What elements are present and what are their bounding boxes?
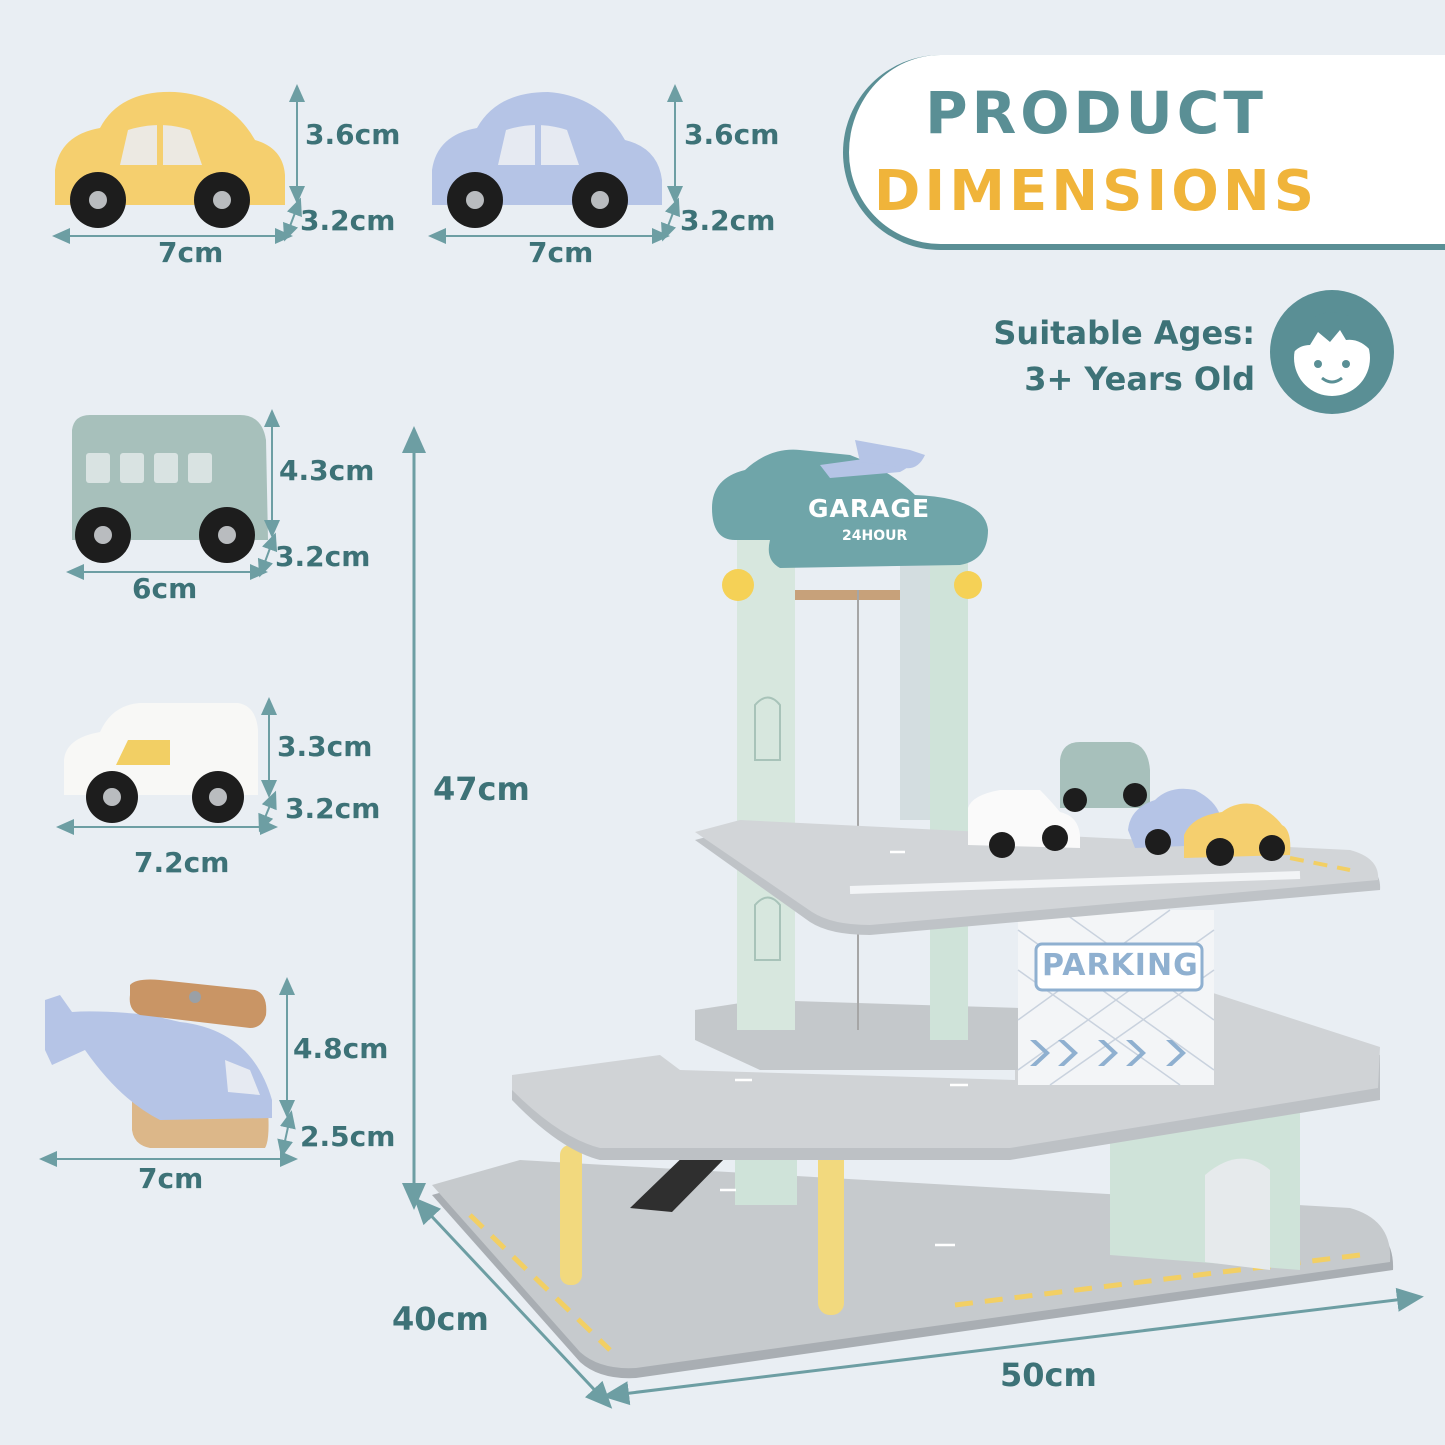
helicopter-depth: 2.5cm <box>300 1120 396 1153</box>
ages-label: Suitable Ages: <box>993 314 1255 352</box>
bus-toy <box>72 415 268 563</box>
title-dimensions: DIMENSIONS <box>873 159 1319 224</box>
white-car-toy <box>64 703 258 823</box>
bus-depth: 3.2cm <box>275 540 371 573</box>
blue-car-width: 7cm <box>528 236 594 269</box>
helicopter-toy <box>45 979 272 1148</box>
blue-car-depth: 3.2cm <box>680 204 776 237</box>
garage-toy <box>432 440 1394 1379</box>
deck-yellow-car <box>1184 803 1291 866</box>
white-car-depth: 3.2cm <box>285 792 381 825</box>
child-face-icon <box>1270 290 1394 414</box>
blue-car-height: 3.6cm <box>684 118 780 151</box>
yellow-car-dimension-lines <box>52 84 305 244</box>
deck-white-car <box>968 790 1080 858</box>
garage-sign-title: GARAGE <box>808 494 931 523</box>
white-car-dimension-lines <box>56 697 278 835</box>
bus-height: 4.3cm <box>279 454 375 487</box>
garage-sign-subtitle: 24HOUR <box>842 528 908 544</box>
deck-bus <box>1060 742 1150 812</box>
yellow-car-width: 7cm <box>158 236 224 269</box>
garage-dimension-lines <box>402 426 1424 1409</box>
white-car-height: 3.3cm <box>277 730 373 763</box>
yellow-car-toy <box>55 91 285 228</box>
garage-width: 50cm <box>1000 1356 1097 1394</box>
blue-car-dimension-lines <box>428 84 683 244</box>
ages-value: 3+ Years Old <box>1024 360 1255 398</box>
helicopter-dimension-lines <box>39 977 298 1167</box>
yellow-car-height: 3.6cm <box>305 118 401 151</box>
yellow-car-depth: 3.2cm <box>300 204 396 237</box>
title-badge: PRODUCT DIMENSIONS <box>843 55 1445 250</box>
bus-width: 6cm <box>132 572 198 605</box>
parking-sign: PARKING <box>1042 948 1199 983</box>
bus-dimension-lines <box>66 409 280 580</box>
garage-depth: 40cm <box>392 1300 489 1338</box>
blue-car-toy <box>432 92 662 228</box>
suitable-ages: Suitable Ages: 3+ Years Old <box>993 310 1255 402</box>
white-car-width: 7.2cm <box>134 846 230 879</box>
garage-height: 47cm <box>433 770 530 808</box>
helicopter-height: 4.8cm <box>293 1032 389 1065</box>
title-product: PRODUCT <box>925 79 1267 147</box>
helicopter-width: 7cm <box>138 1162 204 1195</box>
